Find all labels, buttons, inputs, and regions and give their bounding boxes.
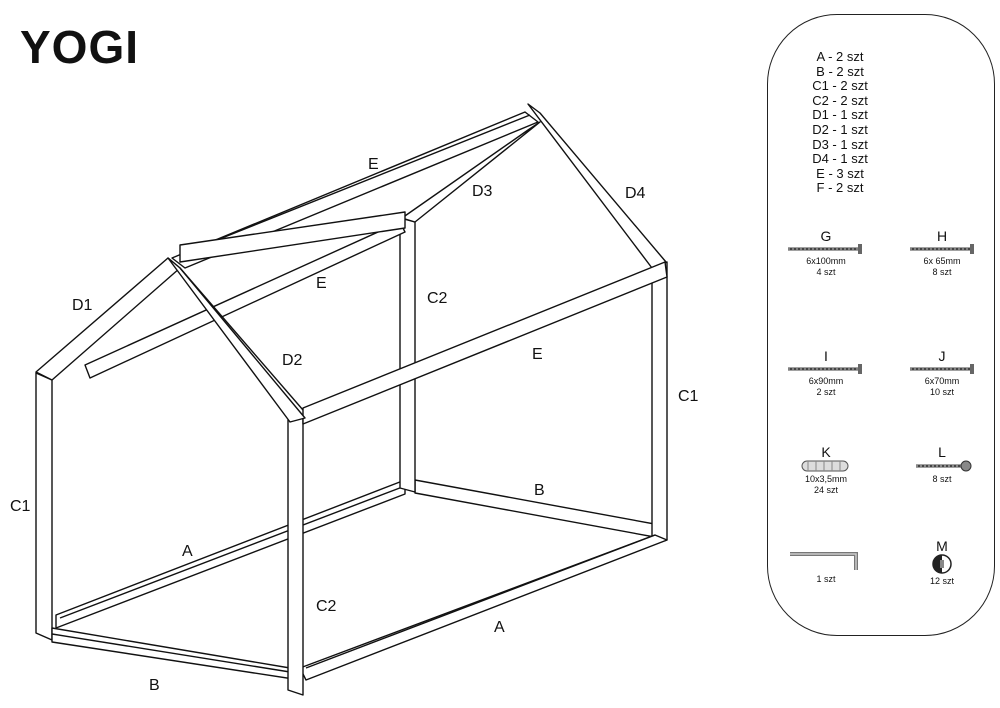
part-item: E - 3 szt: [816, 165, 864, 181]
screw-icon: [788, 364, 862, 374]
dowel-icon: [801, 460, 849, 472]
label-e-back: E: [316, 275, 327, 292]
label-d4: D4: [625, 185, 646, 202]
hardware-letter: M: [936, 538, 948, 554]
parts-panel: [767, 14, 995, 636]
screw-icon: [910, 244, 974, 254]
hardware-size: 6x100mm: [806, 256, 846, 266]
label-b-back: B: [534, 482, 545, 499]
allen-key-icon: [790, 552, 858, 570]
hardware-size: 6x 65mm: [923, 256, 961, 266]
page-title: YOGI: [20, 21, 140, 73]
hardware-qty: 8 szt: [932, 267, 952, 277]
hardware-size: 10x3,5mm: [804, 474, 848, 484]
hardware-i: I 6x90mm 2 szt: [786, 348, 866, 398]
hardware-letter: J: [938, 348, 946, 364]
label-c2-back: C2: [427, 290, 448, 307]
hardware-allen-key: 1 szt: [788, 548, 864, 585]
label-d1: D1: [72, 297, 93, 314]
hardware-g: G 6x100mm 4 szt: [786, 228, 866, 278]
label-d2: D2: [282, 352, 303, 369]
hardware-letter: L: [938, 444, 946, 460]
hardware-letter: I: [824, 348, 828, 364]
hardware-qty: 8 szt: [932, 474, 952, 484]
short-screw-icon: [916, 460, 972, 472]
hardware-h: H 6x 65mm 8 szt: [906, 228, 978, 278]
hardware-l: L 8 szt: [910, 444, 974, 485]
part-item: A - 2 szt: [816, 49, 864, 64]
label-e-front: E: [532, 346, 543, 363]
part-item: F - 2 szt: [816, 180, 864, 196]
label-d3: D3: [472, 183, 493, 200]
part-item: C2 - 2 szt: [812, 92, 868, 108]
hardware-qty: 4 szt: [816, 267, 836, 277]
hardware-size: 6x70mm: [924, 376, 960, 386]
label-c2-front: C2: [316, 598, 337, 615]
label-a-front: A: [494, 619, 505, 636]
screw-icon: [910, 364, 974, 374]
part-item: D1 - 1 szt: [812, 107, 868, 123]
part-item: C1 - 2 szt: [812, 78, 868, 94]
label-e-top: E: [368, 156, 379, 173]
hardware-j: J 6x70mm 10 szt: [906, 348, 978, 398]
parts-list: A - 2 szt B - 2 szt C1 - 2 szt C2 - 2 sz…: [810, 49, 870, 196]
label-a-left: A: [182, 543, 193, 560]
part-item: D4 - 1 szt: [812, 151, 868, 167]
label-c1-right: C1: [678, 388, 699, 405]
hardware-letter: G: [820, 228, 832, 244]
hardware-letter: H: [936, 228, 948, 244]
hardware-size: 6x90mm: [808, 376, 844, 386]
hardware-m: M 12 szt: [918, 538, 966, 587]
screw-icon: [788, 244, 862, 254]
hardware-qty: 24 szt: [813, 485, 838, 495]
label-b-front: B: [149, 677, 160, 694]
cam-lock-icon: [932, 554, 952, 574]
hardware-qty: 1 szt: [816, 574, 836, 584]
part-item: D2 - 1 szt: [812, 121, 868, 137]
hardware-k: K 10x3,5mm 24 szt: [796, 444, 856, 496]
hardware-qty: 2 szt: [816, 387, 836, 397]
hardware-qty: 10 szt: [929, 387, 954, 397]
part-item: D3 - 1 szt: [812, 136, 868, 152]
hardware-qty: 12 szt: [929, 576, 954, 586]
part-item: B - 2 szt: [816, 63, 864, 79]
hardware-letter: K: [821, 444, 831, 460]
label-c1-left: C1: [10, 498, 31, 515]
